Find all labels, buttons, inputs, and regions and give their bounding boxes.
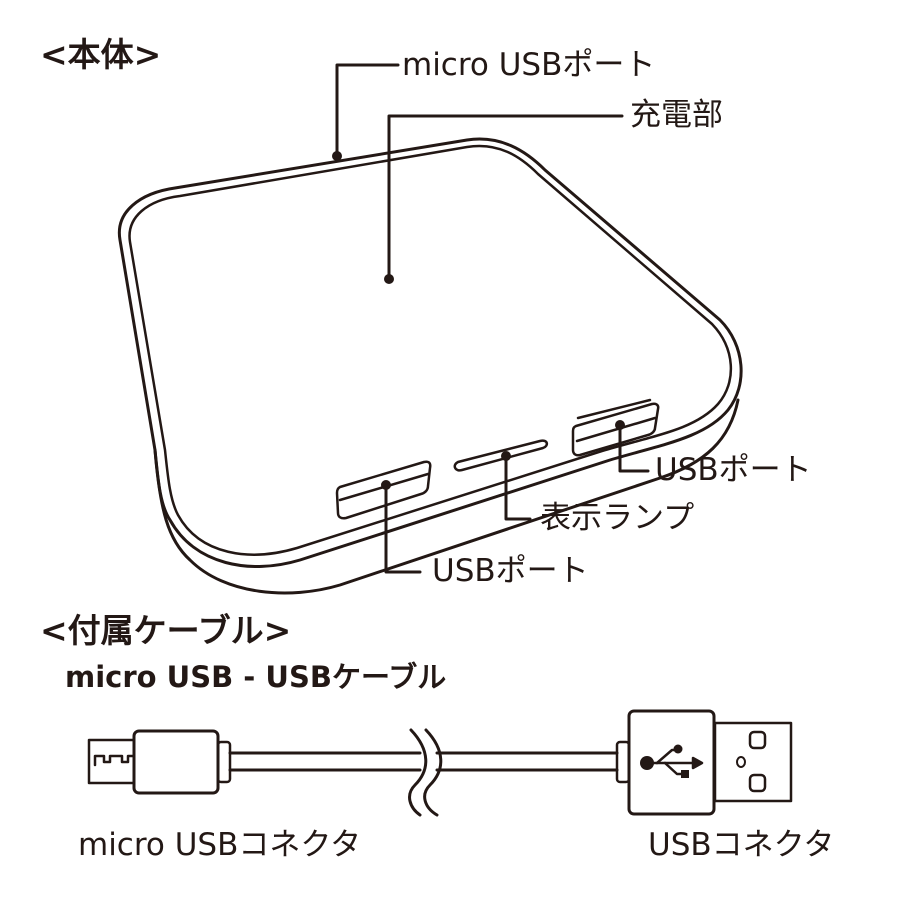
leader-usb-port-left bbox=[384, 483, 422, 574]
usb-plug-hole-bottom bbox=[748, 773, 767, 793]
micro-usb-tip-contacts bbox=[93, 754, 136, 767]
cable-break-wave-2 bbox=[423, 728, 443, 817]
usb-port-left-shape bbox=[335, 460, 432, 520]
section-heading-accessory: <付属ケーブル> bbox=[40, 611, 292, 650]
usb-plug-small-hole bbox=[736, 756, 746, 768]
label-usb-port-right: USBポート bbox=[655, 452, 812, 488]
leader-charging-area bbox=[387, 114, 624, 281]
callout-leaders bbox=[332, 63, 650, 574]
dot-indicator-lamp bbox=[501, 451, 511, 461]
leader-indicator-lamp bbox=[504, 454, 532, 521]
label-charging-area: 充電部 bbox=[630, 97, 723, 133]
device-top-inner-edge bbox=[128, 144, 732, 556]
cable-right-segment bbox=[435, 751, 619, 772]
device-side-edge bbox=[153, 398, 740, 595]
charging-pad-device bbox=[117, 137, 743, 595]
usb-plug-metal bbox=[713, 721, 793, 803]
label-indicator-lamp: 表示ランプ bbox=[540, 500, 695, 536]
usb-cable bbox=[87, 709, 793, 817]
usb-port-right-shape bbox=[571, 402, 660, 457]
dot-micro-usb-port bbox=[332, 151, 342, 161]
leader-micro-usb-port bbox=[335, 63, 400, 158]
label-usb-port-left: USBポート bbox=[432, 553, 589, 589]
micro-usb-strain-relief bbox=[216, 740, 232, 784]
usb-strain-relief bbox=[615, 740, 631, 784]
cable-break-wave-1 bbox=[408, 728, 428, 817]
label-micro-usb-port: micro USBポート bbox=[402, 47, 656, 83]
dot-charging-area bbox=[384, 274, 394, 284]
micro-usb-housing bbox=[132, 729, 220, 795]
cable-name-label: micro USB - USBケーブル bbox=[65, 660, 447, 694]
dot-usb-port-right bbox=[615, 420, 625, 430]
leader-usb-port-right bbox=[618, 423, 650, 473]
label-usb-connector: USBコネクタ bbox=[648, 827, 835, 863]
indicator-lamp-slot bbox=[453, 439, 549, 472]
usb-port-right-tongue bbox=[575, 398, 657, 443]
cable-left-segment bbox=[228, 751, 422, 772]
label-micro-usb-connector: micro USBコネクタ bbox=[78, 827, 362, 863]
dot-usb-port-left bbox=[381, 480, 391, 490]
usb-trident-icon bbox=[640, 744, 704, 778]
usb-plug-hole-top bbox=[748, 730, 767, 750]
section-heading-body: <本体> bbox=[40, 35, 162, 74]
